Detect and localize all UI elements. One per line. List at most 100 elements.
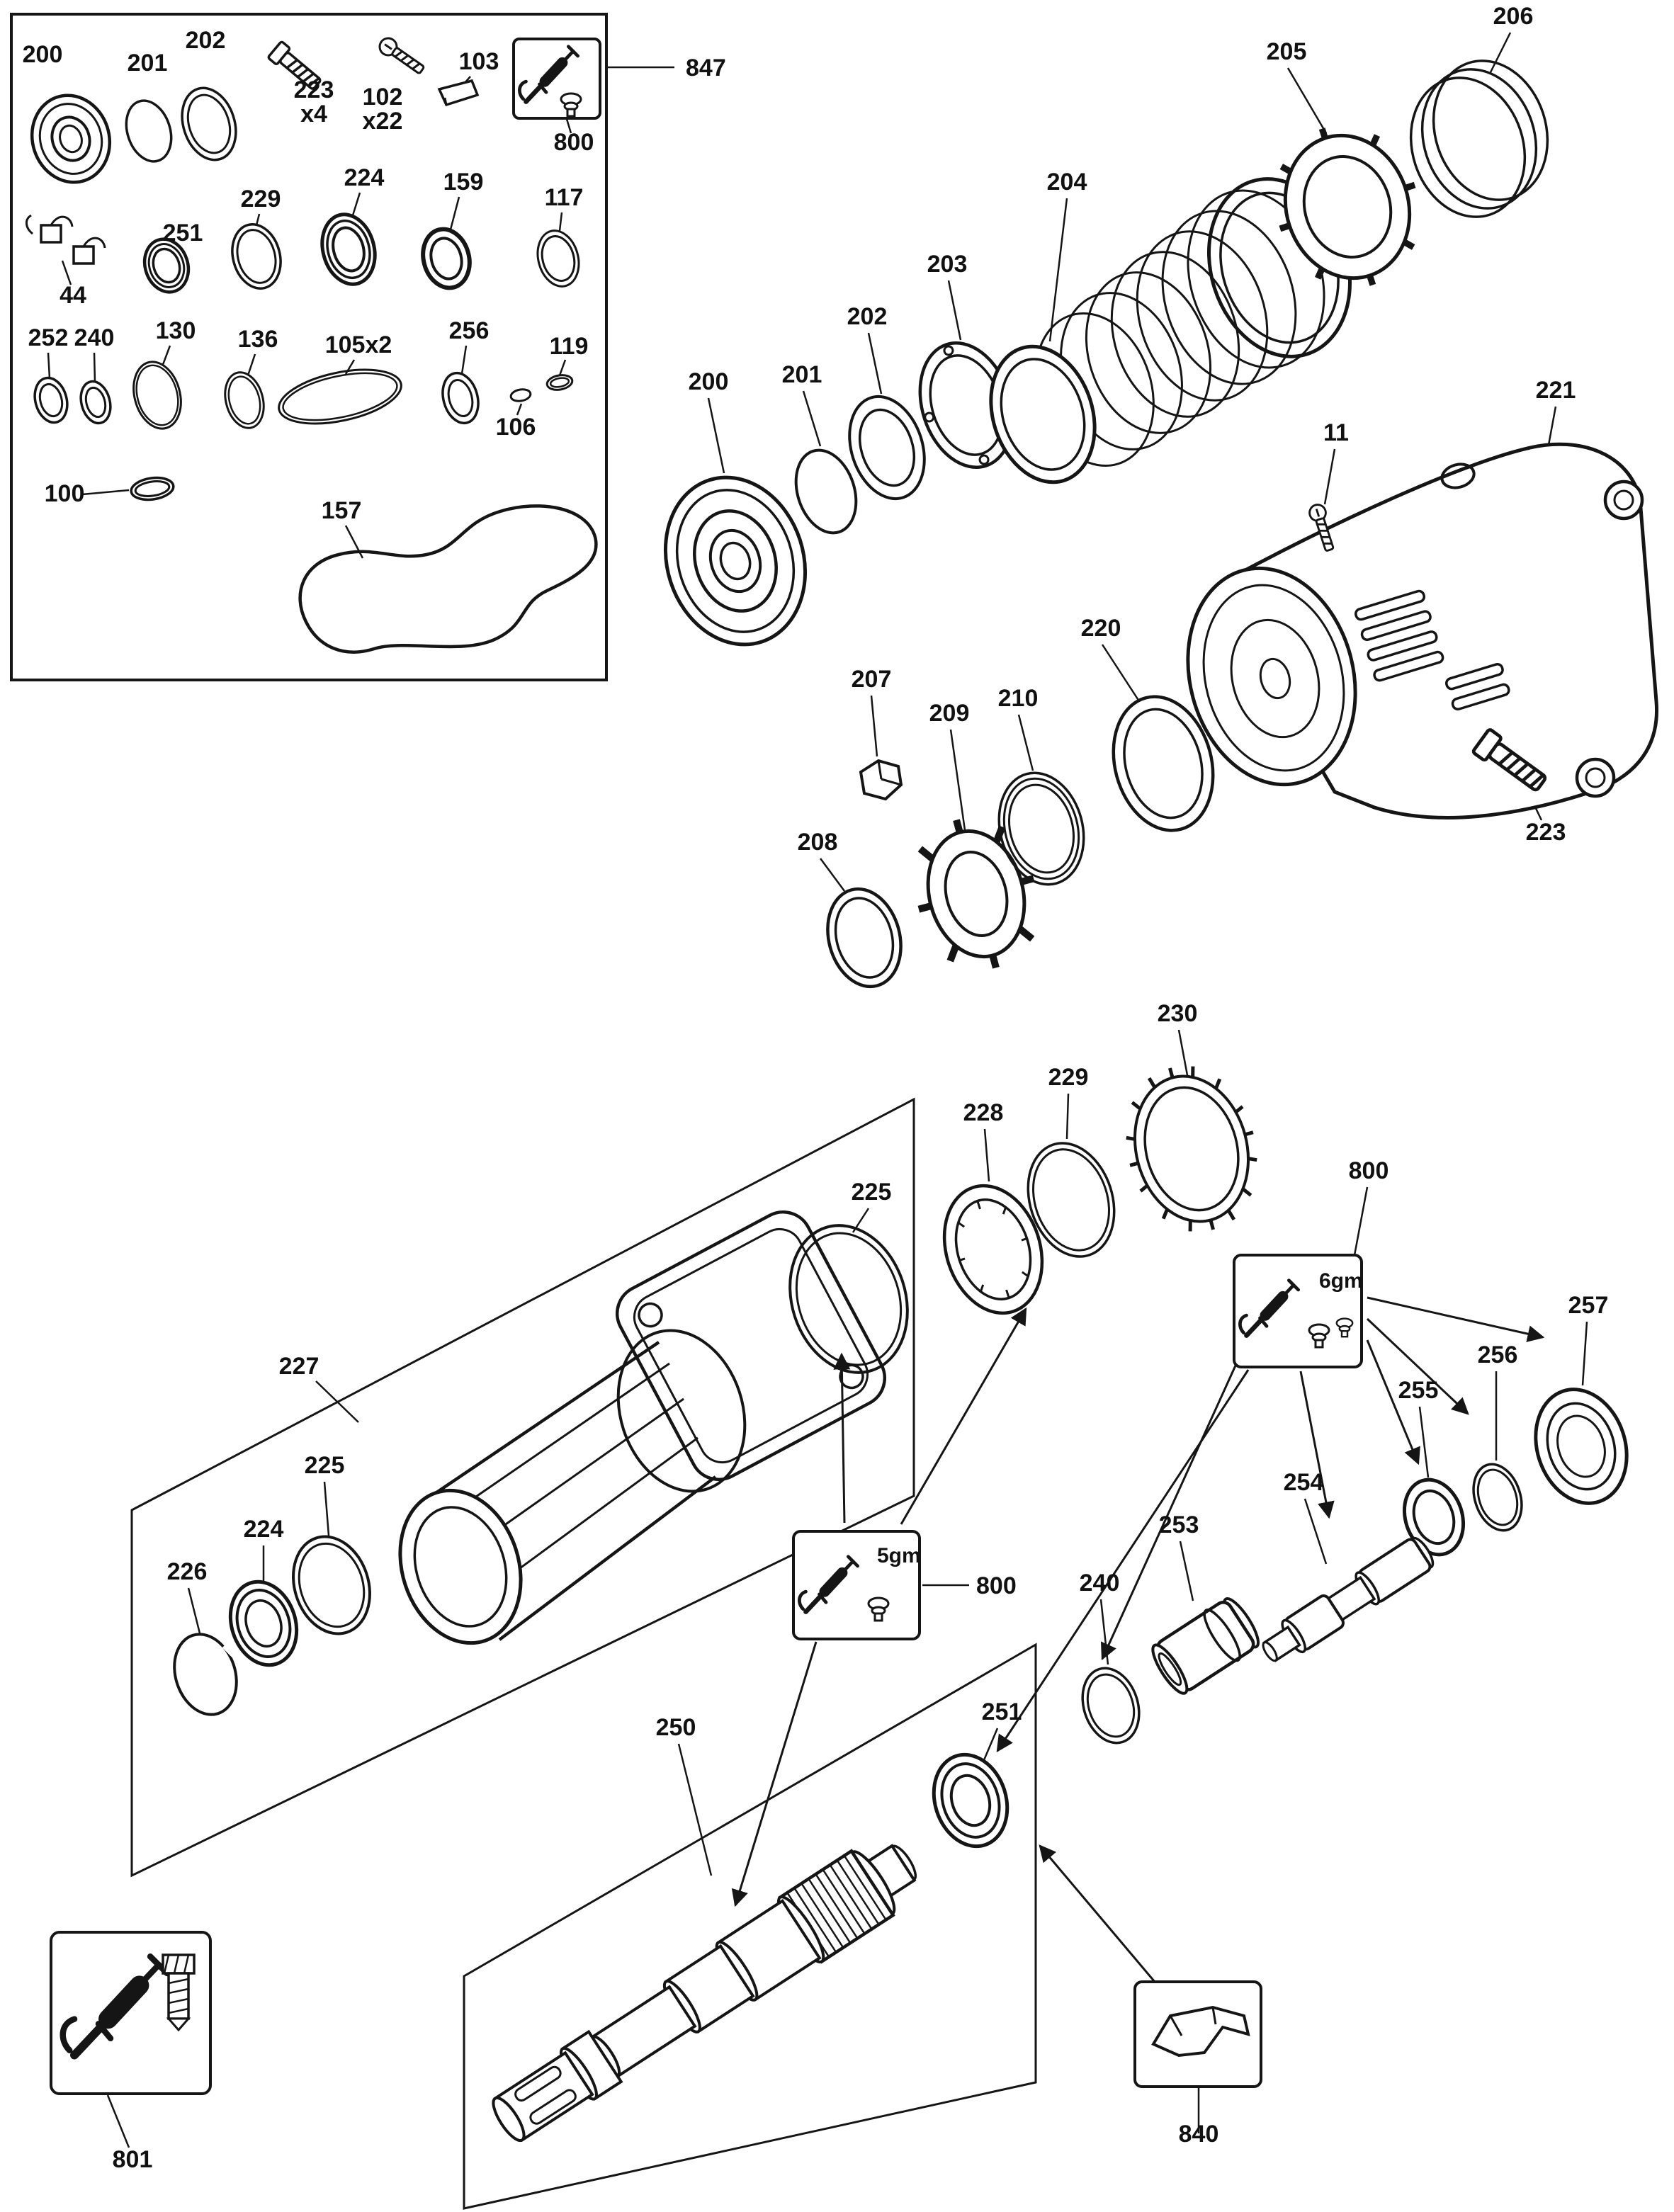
part-252-inset-ring bbox=[33, 376, 69, 424]
label-44-inset: 44 bbox=[60, 282, 86, 309]
label-220-upper: 220 bbox=[1081, 615, 1121, 642]
part-159-inset-oring bbox=[421, 227, 472, 290]
label-203-upper: 203 bbox=[927, 251, 968, 278]
label-250-lower: 250 bbox=[656, 1714, 696, 1741]
part-220-ring bbox=[1112, 695, 1215, 832]
label-11-upper: 11 bbox=[1323, 419, 1349, 446]
part-257-seal-stack bbox=[1534, 1388, 1629, 1505]
grease-application-arrows bbox=[731, 1296, 1545, 1983]
label-229-lower: 229 bbox=[1048, 1064, 1089, 1091]
grease-6gm-label: 6gm bbox=[1319, 1269, 1363, 1293]
label-102-inset: 102 bbox=[363, 84, 403, 110]
label-252-inset: 252 bbox=[28, 324, 69, 351]
part-255-seal-ring bbox=[1402, 1477, 1466, 1557]
label-206-upper: 206 bbox=[1493, 3, 1534, 30]
part-254-piston bbox=[1262, 1536, 1435, 1662]
part-204-bellows-boot bbox=[989, 177, 1352, 484]
label-119-inset: 119 bbox=[550, 333, 589, 360]
label-253-lower: 253 bbox=[1159, 1511, 1199, 1538]
label-223-upper: 223 bbox=[1526, 819, 1566, 846]
label-224-lower: 224 bbox=[244, 1516, 284, 1543]
part-44-brushes bbox=[26, 214, 106, 265]
part-209-ratchet-sleeve bbox=[917, 819, 1035, 969]
label-103-inset: 103 bbox=[459, 48, 499, 75]
label-201-upper: 201 bbox=[782, 361, 822, 388]
grease-box-6gm: 6gm bbox=[1233, 1254, 1363, 1368]
label-205-upper: 205 bbox=[1267, 38, 1307, 65]
part-230-toothed-ring bbox=[1126, 1066, 1257, 1232]
part-201-snap-ring bbox=[794, 448, 858, 535]
part-251-inset-ring bbox=[142, 237, 191, 294]
part-228-spline-ring bbox=[942, 1184, 1044, 1315]
label-204-upper: 204 bbox=[1047, 169, 1087, 195]
label-255-lower: 255 bbox=[1398, 1377, 1439, 1404]
part-130-inset-ring bbox=[132, 361, 182, 430]
upper-parallelogram-panel bbox=[130, 1097, 915, 1878]
label-240-lower: 240 bbox=[1080, 1570, 1120, 1596]
label-225a-lower: 225 bbox=[852, 1179, 892, 1206]
label-251-lower: 251 bbox=[982, 1698, 1022, 1725]
part-106-inset-oring bbox=[509, 388, 532, 402]
grease-5gm-label: 5gm bbox=[877, 1544, 921, 1567]
part-251b-bearing-ring bbox=[932, 1752, 1010, 1849]
leader-lines bbox=[47, 32, 1588, 2148]
label-251-inset: 251 bbox=[163, 220, 203, 246]
part-103-inset-wedge bbox=[437, 79, 480, 107]
part-224-inset-ring bbox=[320, 212, 377, 286]
part-labels: 200 201 202 223 x4 102 x22 103 800 847 2… bbox=[23, 3, 1609, 2173]
part-210-rings bbox=[997, 771, 1085, 886]
label-105x2-inset: 105x2 bbox=[325, 331, 392, 358]
part-157-gasket bbox=[298, 504, 598, 654]
part-117-inset-ring bbox=[536, 229, 580, 288]
label-202-inset: 202 bbox=[186, 27, 226, 54]
label-200-upper: 200 bbox=[689, 368, 729, 395]
part-227-gearbox bbox=[398, 1210, 887, 1645]
label-800-5gm: 800 bbox=[976, 1572, 1017, 1599]
part-224b-bearing bbox=[228, 1579, 299, 1667]
grease-box-801 bbox=[50, 1931, 212, 2095]
part-136-inset-ring bbox=[224, 371, 265, 429]
label-210-upper: 210 bbox=[998, 685, 1039, 712]
label-100-inset: 100 bbox=[45, 480, 85, 507]
part-225b-ring bbox=[292, 1535, 371, 1635]
label-209-upper: 209 bbox=[929, 700, 970, 727]
label-200-inset: 200 bbox=[23, 41, 63, 68]
inset-box-frame bbox=[10, 13, 674, 681]
label-230-lower: 230 bbox=[1158, 1000, 1198, 1027]
label-227-lower: 227 bbox=[279, 1353, 319, 1380]
label-201-inset: 201 bbox=[128, 50, 168, 76]
label-117-inset: 117 bbox=[545, 184, 584, 211]
label-228-lower: 228 bbox=[963, 1099, 1004, 1126]
part-256b-washer bbox=[1472, 1463, 1523, 1532]
grease-box-800-inset bbox=[512, 38, 601, 120]
label-840-lower: 840 bbox=[1179, 2121, 1219, 2148]
part-208-ring bbox=[826, 887, 903, 989]
grease-box-5gm: 5gm bbox=[792, 1530, 921, 1640]
part-840-clip-box bbox=[1133, 1980, 1262, 2088]
part-206-coil-rings bbox=[1409, 59, 1549, 218]
part-240-inset-ring bbox=[79, 380, 112, 425]
part-200-front-bearing bbox=[663, 475, 808, 647]
label-221-upper: 221 bbox=[1536, 377, 1576, 404]
lower-parallelogram-panel bbox=[463, 1643, 1037, 2210]
label-102-qty: x22 bbox=[363, 108, 403, 135]
part-226-snap-ring bbox=[173, 1633, 242, 1716]
label-136-inset: 136 bbox=[238, 326, 278, 353]
part-202-inset-ring bbox=[181, 86, 237, 161]
part-202-washer bbox=[848, 395, 926, 501]
label-159-inset: 159 bbox=[443, 169, 484, 195]
label-202-upper: 202 bbox=[847, 303, 888, 330]
label-223-inset: 223 bbox=[294, 76, 334, 103]
part-250-spindle bbox=[492, 1844, 917, 2143]
label-257-lower: 257 bbox=[1568, 1292, 1609, 1319]
part-100-inset-oring bbox=[130, 476, 175, 501]
part-205-ring-nut bbox=[1279, 127, 1416, 286]
label-801-lower: 801 bbox=[113, 2146, 153, 2173]
part-105-inset-ring bbox=[278, 368, 402, 425]
label-157-inset: 157 bbox=[322, 497, 362, 524]
label-256-inset: 256 bbox=[449, 317, 490, 344]
label-226-lower: 226 bbox=[167, 1558, 208, 1585]
part-253-ram bbox=[1151, 1597, 1260, 1695]
label-256-lower: 256 bbox=[1478, 1342, 1518, 1368]
